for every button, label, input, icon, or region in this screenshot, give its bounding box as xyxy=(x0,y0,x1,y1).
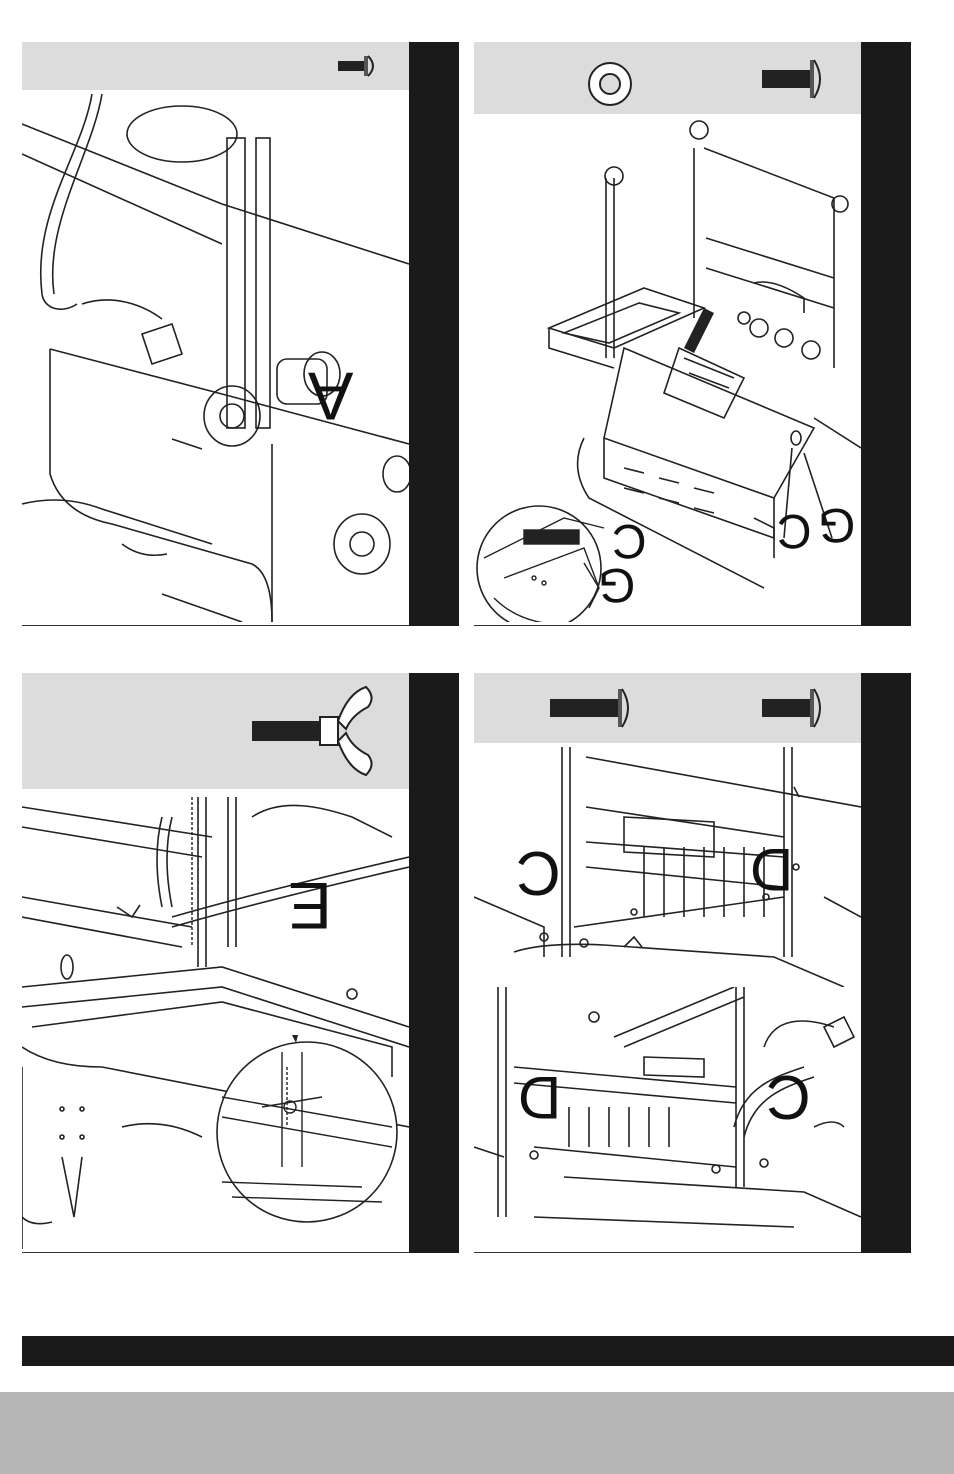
panel-baseline-2 xyxy=(474,625,861,626)
callout-label-d-bottom: D xyxy=(518,1067,561,1127)
panel-baseline-1 xyxy=(22,625,409,626)
bolt-icon xyxy=(760,54,830,104)
step-sidebar-4 xyxy=(861,673,911,1253)
callout-label-e: E xyxy=(288,873,332,939)
step-panel-2: C G C G xyxy=(474,42,911,626)
callout-label-c-top: C xyxy=(516,841,561,903)
step-panel-1: A xyxy=(22,42,459,626)
short-bolt-icon xyxy=(334,52,384,80)
washer-icon xyxy=(586,60,634,108)
callout-label-c-bottom: C xyxy=(766,1065,811,1127)
callout-label-a: A xyxy=(308,362,353,430)
step-panel-4: C D D C xyxy=(474,673,911,1253)
footer-band xyxy=(0,1392,954,1474)
callout-label-c-1: C xyxy=(777,506,812,554)
step-panel-3: E xyxy=(22,673,459,1253)
bolt-icon xyxy=(548,683,638,733)
panel-baseline-3 xyxy=(22,1252,409,1253)
step-sidebar-3 xyxy=(409,673,459,1253)
footer-bar xyxy=(22,1336,954,1366)
callout-label-c-2: C xyxy=(612,516,647,564)
illustration-igniter-chain-assembly xyxy=(22,797,409,1249)
callout-label-d-top: D xyxy=(750,839,793,899)
callout-label-g-2: G xyxy=(598,560,635,608)
bolt-icon xyxy=(760,683,830,733)
step-sidebar-2 xyxy=(861,42,911,626)
callout-label-g-1: G xyxy=(818,500,855,548)
step-sidebar-1 xyxy=(409,42,459,626)
wing-nut-bolt-icon xyxy=(248,683,378,779)
panel-baseline-4 xyxy=(474,1252,861,1253)
